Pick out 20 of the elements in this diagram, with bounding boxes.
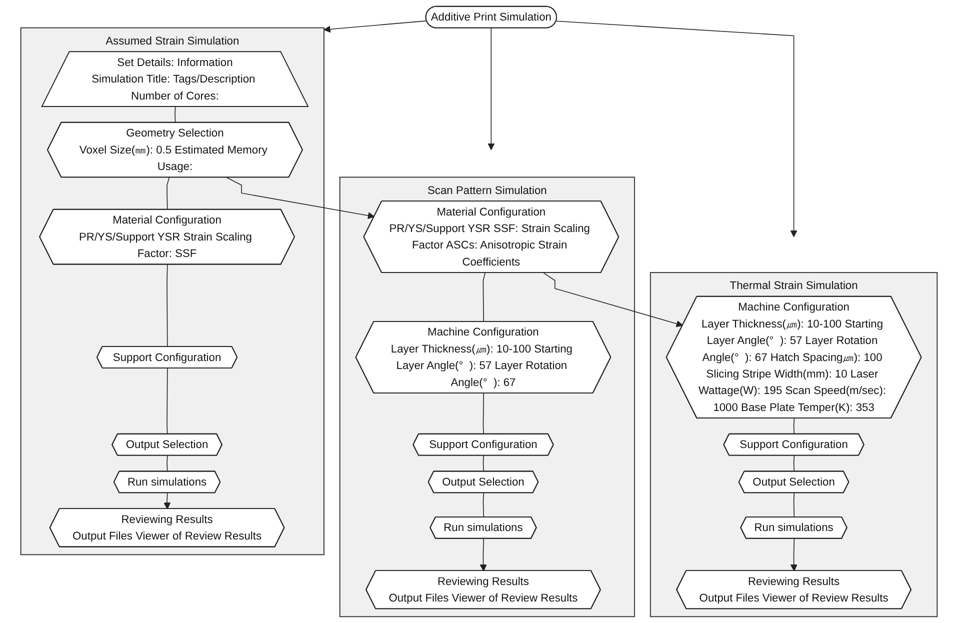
- arrow: [790, 538, 798, 572]
- arrow: [488, 27, 495, 150]
- arrow: [324, 20, 426, 33]
- connector: [793, 492, 795, 518]
- connector: [166, 455, 168, 472]
- connector: [482, 392, 484, 435]
- arrow: [556, 20, 798, 238]
- connector: [166, 264, 168, 348]
- arrow: [543, 272, 684, 328]
- arrow: [164, 492, 171, 510]
- connector: [793, 418, 795, 435]
- connector: [482, 272, 486, 322]
- arrow: [480, 538, 487, 572]
- connector: [482, 492, 484, 518]
- connector: [793, 455, 795, 472]
- connector: [166, 177, 170, 210]
- connector: [174, 106, 176, 124]
- connector: [166, 368, 168, 435]
- connector: [482, 455, 484, 472]
- arrow: [226, 177, 375, 220]
